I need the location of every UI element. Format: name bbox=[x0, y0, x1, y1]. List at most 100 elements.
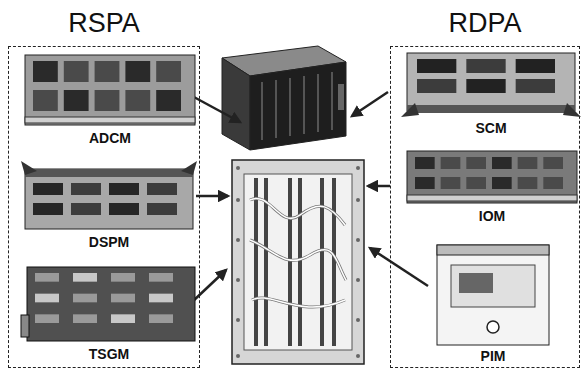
chip bbox=[95, 90, 120, 111]
module-label: DSPM bbox=[19, 234, 199, 250]
chip bbox=[33, 203, 63, 215]
chip bbox=[64, 61, 89, 82]
chassis-bay bbox=[244, 174, 352, 350]
circuit-board bbox=[407, 151, 577, 203]
module-illustration bbox=[19, 159, 199, 233]
circuit-board bbox=[25, 169, 193, 229]
chip bbox=[518, 177, 538, 189]
chip bbox=[516, 79, 555, 93]
ejector-handle bbox=[21, 161, 197, 175]
ejector-handle bbox=[401, 103, 581, 117]
chip bbox=[466, 59, 505, 73]
front-panel bbox=[25, 169, 193, 177]
module-picture: SCM bbox=[401, 49, 581, 137]
component bbox=[73, 273, 97, 282]
chip bbox=[415, 157, 435, 169]
board-art bbox=[25, 55, 195, 125]
module-picture: IOM bbox=[405, 147, 579, 225]
module-illustration bbox=[433, 243, 553, 347]
component bbox=[111, 294, 135, 303]
subsystem-region: ADCMDSPMTSGMRSPA bbox=[8, 46, 200, 368]
module-label: TSGM bbox=[19, 346, 199, 362]
chassis-cables bbox=[250, 198, 346, 307]
chip bbox=[492, 177, 512, 189]
chassis-frame bbox=[232, 160, 364, 364]
chip bbox=[147, 203, 177, 215]
component bbox=[73, 294, 97, 303]
chassis-slots bbox=[262, 72, 332, 140]
module-illustration bbox=[19, 263, 199, 345]
chip bbox=[147, 183, 177, 195]
arrow bbox=[196, 195, 228, 198]
arrow bbox=[352, 92, 388, 116]
chip bbox=[156, 61, 181, 82]
module-label: PIM bbox=[433, 348, 553, 364]
chip bbox=[441, 177, 461, 189]
board-art bbox=[21, 161, 197, 229]
module-illustration bbox=[405, 147, 579, 207]
chassis-side bbox=[222, 58, 250, 150]
component bbox=[149, 294, 173, 303]
chip bbox=[417, 79, 456, 93]
module-picture: DSPM bbox=[19, 159, 199, 251]
chip bbox=[466, 177, 486, 189]
open-chassis bbox=[232, 160, 364, 364]
connector bbox=[21, 315, 29, 337]
module-illustration bbox=[401, 49, 581, 119]
board-art bbox=[407, 151, 577, 203]
chip bbox=[543, 177, 563, 189]
connector-strip bbox=[407, 195, 577, 201]
arrows bbox=[192, 92, 428, 302]
chip bbox=[109, 183, 139, 195]
component bbox=[73, 314, 97, 323]
chassis-cables-highlight bbox=[250, 198, 346, 307]
chip bbox=[441, 157, 461, 169]
component bbox=[35, 294, 59, 303]
chip bbox=[156, 90, 181, 111]
chassis-handle bbox=[338, 84, 344, 110]
cabinet-top bbox=[437, 245, 549, 255]
module-picture: ADCM bbox=[23, 51, 197, 147]
chip bbox=[71, 203, 101, 215]
chip bbox=[71, 183, 101, 195]
cabinet-panel bbox=[451, 265, 535, 307]
arrow bbox=[370, 248, 428, 286]
chip bbox=[33, 90, 58, 111]
circuit-board bbox=[407, 53, 575, 111]
chassis-screws bbox=[236, 166, 360, 358]
chip bbox=[466, 79, 505, 93]
component bbox=[35, 314, 59, 323]
front-panel bbox=[407, 105, 575, 113]
circuit-board bbox=[25, 55, 195, 125]
chip bbox=[516, 59, 555, 73]
chip bbox=[125, 90, 150, 111]
closed-chassis bbox=[222, 46, 346, 150]
cabinet-body bbox=[437, 245, 549, 345]
chip bbox=[125, 61, 150, 82]
chip bbox=[518, 157, 538, 169]
module-label: SCM bbox=[401, 120, 581, 136]
chip bbox=[33, 61, 58, 82]
component bbox=[149, 314, 173, 323]
board-art bbox=[21, 267, 195, 341]
module-label: IOM bbox=[405, 208, 579, 224]
module-label: ADCM bbox=[23, 130, 197, 146]
power-switch bbox=[487, 321, 499, 333]
module-picture: PIM bbox=[433, 243, 553, 365]
component bbox=[111, 314, 135, 323]
subsystem-region: SCMIOMPIMRDPA bbox=[390, 46, 580, 368]
component bbox=[111, 273, 135, 282]
chip bbox=[415, 177, 435, 189]
chip bbox=[95, 61, 120, 82]
group-heading: RDPA bbox=[391, 7, 579, 39]
module-picture: TSGM bbox=[19, 263, 199, 363]
chip bbox=[466, 157, 486, 169]
group-heading: RSPA bbox=[9, 7, 199, 39]
chip bbox=[64, 90, 89, 111]
connector-strip bbox=[25, 117, 195, 123]
module-illustration bbox=[23, 51, 197, 129]
arrow bbox=[368, 185, 390, 188]
component bbox=[149, 273, 173, 282]
chip bbox=[417, 59, 456, 73]
